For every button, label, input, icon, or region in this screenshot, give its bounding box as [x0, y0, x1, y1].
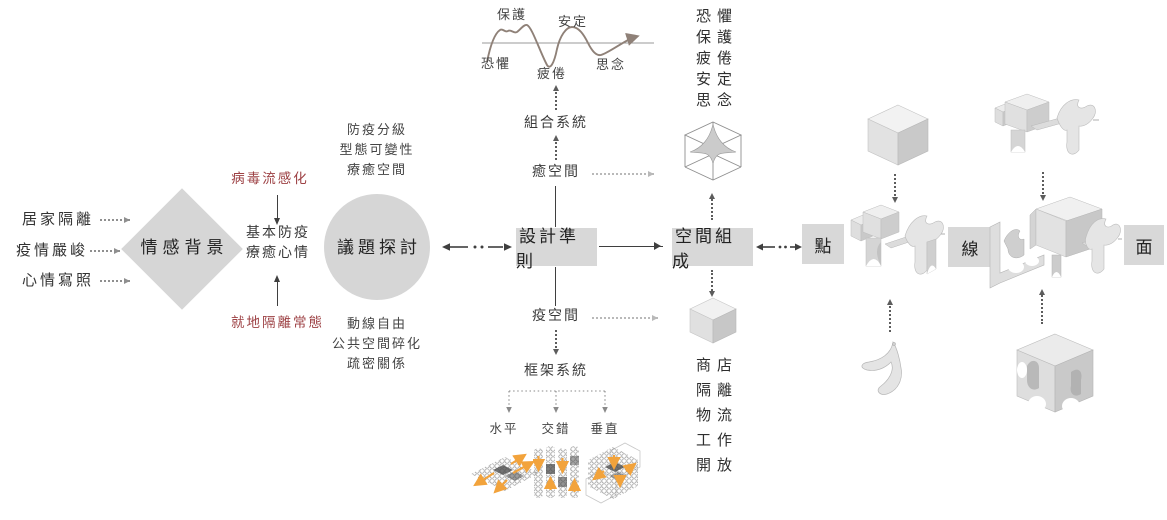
solid-cube-image [689, 297, 737, 344]
input-label-severe-epidemic: 疫情嚴峻 [16, 243, 89, 259]
function-space-2: 隔離 [695, 383, 738, 399]
arrow-down-virus [274, 195, 280, 225]
emotion-space-5: 思念 [695, 93, 738, 109]
function-space-1: 商店 [695, 358, 738, 374]
line-heal-design [555, 186, 556, 227]
input-label-home-isolation: 居家隔離 [22, 212, 95, 228]
arrow-up-isolation [274, 275, 280, 306]
epidemic-space-label: 疫空間 [532, 309, 580, 324]
line-design-epidemic [555, 267, 556, 306]
note-heal-mood: 療癒心情 [246, 246, 310, 261]
topic-circle [324, 194, 430, 300]
dotted-arrow-space-down [709, 270, 715, 297]
frame-type-vertical: 垂直 [590, 422, 620, 436]
line-box: 線 [948, 227, 992, 267]
design-criteria-box: 設計準則 [516, 227, 597, 271]
module-line-surface-image [989, 196, 1122, 289]
frame-system-label: 框架系統 [524, 364, 588, 379]
dotted-arrow-space-up [709, 193, 715, 220]
break-connector-space-point [756, 243, 802, 251]
topic-circle-label: 議題探討 [337, 238, 421, 257]
emotion-space-1: 恐懼 [695, 9, 738, 25]
curve-label-fear: 恐懼 [481, 56, 512, 71]
dotted-arrow-heal-right [592, 171, 654, 177]
dotted-arrow-sheet-up [887, 299, 893, 332]
topic-below-3: 疏密關係 [346, 356, 407, 371]
function-space-5: 開放 [695, 458, 738, 474]
module-top-right-image [994, 93, 1099, 155]
wireframe-cube-image [683, 121, 743, 181]
mesh-vertical-image [585, 442, 641, 504]
emotion-curve-chart [482, 23, 654, 68]
space-composition-box: 空間組成 [672, 227, 753, 271]
solid-arrow-design-space [599, 242, 663, 251]
function-space-3: 物流 [695, 408, 738, 424]
dotted-arrow-input-1 [100, 217, 130, 223]
emotion-space-4: 安定 [695, 72, 738, 88]
curve-label-longing: 思念 [596, 57, 627, 72]
surface-box: 面 [1124, 225, 1164, 265]
note-local-isolation: 就地隔離常態 [231, 315, 324, 330]
topic-below-2: 公共空間碎化 [331, 336, 422, 351]
module-point-line-image [850, 204, 945, 275]
dotted-arrow-to-curve [553, 85, 559, 110]
input-label-mood-portrait: 心情寫照 [22, 273, 95, 289]
note-virus-flu: 病毒流感化 [231, 171, 309, 186]
curved-sheet-image [861, 341, 902, 395]
topic-above-1: 防疫分級 [346, 122, 407, 137]
emotion-background-label: 情感背景 [140, 238, 229, 257]
dotted-arrow-shell-up [1039, 289, 1045, 324]
break-connector-topic-design [442, 243, 512, 251]
space-composition-label: 空間組成 [672, 227, 735, 271]
topic-below-1: 動線自由 [346, 316, 407, 331]
frame-type-horizontal: 水平 [489, 422, 519, 436]
frame-branch-connector [506, 390, 608, 413]
frame-type-interlaced: 交錯 [541, 422, 571, 436]
shell-cube-image [1016, 333, 1094, 414]
mesh-interlaced-image [533, 446, 581, 498]
unit-cube-image [867, 104, 929, 166]
note-basic-prevention: 基本防疫 [246, 226, 310, 241]
dotted-arrow-input-3 [100, 278, 130, 284]
dotted-arrow-to-combo [553, 135, 559, 160]
dotted-arrow-input-2 [90, 248, 120, 254]
combo-system-label: 組合系統 [524, 116, 588, 131]
dotted-arrow-to-frame [553, 330, 559, 355]
point-box: 點 [802, 224, 844, 264]
topic-above-2: 型態可變性 [339, 142, 415, 157]
line-label: 線 [961, 239, 982, 259]
topic-above-3: 療癒空間 [346, 162, 407, 177]
heal-space-label: 癒空間 [532, 165, 580, 180]
curve-label-stability: 安定 [558, 14, 589, 29]
emotion-space-3: 疲倦 [695, 51, 738, 67]
mesh-horizontal-image [471, 453, 539, 494]
design-criteria-label: 設計準則 [516, 227, 579, 271]
function-space-4: 工作 [695, 433, 738, 449]
dotted-arrow-module-down [1040, 172, 1046, 201]
dotted-arrow-cube-down [892, 174, 898, 203]
emotion-space-2: 保護 [695, 30, 738, 46]
curve-label-fatigue: 疲倦 [537, 66, 568, 81]
surface-label: 面 [1135, 237, 1156, 257]
point-label: 點 [814, 236, 835, 256]
dotted-arrow-epidemic-right [592, 315, 658, 321]
curve-label-protection: 保護 [497, 7, 528, 22]
